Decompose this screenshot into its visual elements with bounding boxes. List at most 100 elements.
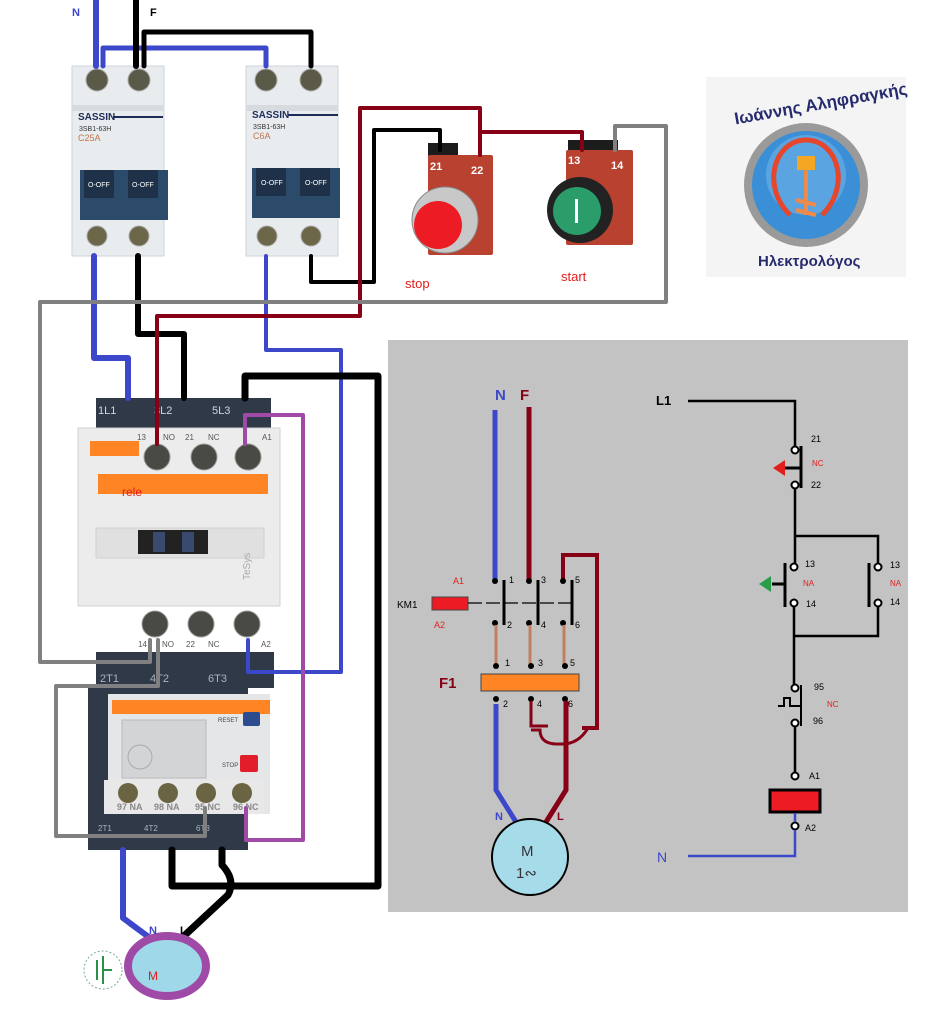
km1-label: KM1: [397, 600, 418, 611]
stop-test-label: STOP: [222, 763, 238, 769]
aux-terminal-label: 22: [186, 640, 195, 649]
reset-label: RESET: [218, 718, 238, 724]
wire-control-return: [38, 124, 668, 664]
breaker-main: SASSIN 3SB1-63H C25A O-OFF O-OFF: [71, 65, 168, 257]
aux-terminal-label: NO: [163, 433, 175, 442]
contact-number: 3: [541, 575, 546, 585]
wire-phase: [168, 372, 382, 890]
wire-neutral: [246, 254, 343, 674]
overload-number: 3: [538, 658, 543, 668]
lightbulb-icon: [771, 137, 841, 217]
start-terminal-13: 13: [568, 155, 580, 167]
wire-coil: [243, 413, 305, 842]
supply-phase-label: F: [150, 7, 157, 19]
start-label: start: [561, 269, 587, 284]
terminal-screw: [256, 225, 278, 247]
contact-number: 5: [575, 575, 580, 585]
overload-number: 2: [503, 699, 508, 709]
stop-button: 21 22 stop: [405, 143, 493, 291]
wire-phase: [181, 846, 235, 939]
breaker-brand: SASSIN: [78, 112, 115, 123]
breaker-control: SASSIN 3SB1-63H C6A O-OFF O-OFF: [245, 65, 340, 257]
schematic-neutral-label: N: [495, 387, 506, 404]
ctrl-stop-t2: 22: [811, 480, 821, 490]
overload-number: 5: [570, 658, 575, 668]
breaker-model: 3SB1-63H: [79, 126, 111, 133]
ctrl-start-t2: 14: [806, 599, 816, 609]
breaker-rating: C25A: [78, 133, 101, 143]
aux-terminal-label: NC: [208, 433, 220, 442]
wire-control-return: [54, 638, 207, 838]
contact-number: 6: [575, 620, 580, 630]
power-terminal: 5L3: [212, 405, 230, 417]
motor-terminal-l: L: [180, 925, 187, 937]
aux-terminal-label: A1: [262, 433, 272, 442]
wire-neutral: [100, 45, 269, 69]
start-terminal-14: 14: [611, 160, 624, 172]
aux-terminal-label: 14: [138, 640, 147, 649]
f1-label: F1: [439, 675, 457, 692]
stop-terminal-21: 21: [430, 161, 442, 173]
aux-terminal-label: NC: [208, 640, 220, 649]
control-coil: [768, 788, 822, 814]
relay-terminal-label: 98 NA: [154, 802, 180, 812]
wire-phase: [309, 128, 442, 284]
control-schematic: L1 21 NC 22 13 NA 14 13 NA 14 95 NC 96: [656, 393, 902, 865]
motor-terminal-n: N: [149, 925, 157, 937]
motor-label: M: [148, 969, 158, 983]
contact-number: 2: [507, 620, 512, 630]
stop-terminal-22: 22: [471, 165, 483, 177]
stop-push-icon: [773, 460, 785, 476]
motor-n-label: N: [495, 811, 503, 823]
power-terminal: 6T3: [208, 673, 227, 685]
ctrl-start-t1: 13: [805, 559, 815, 569]
ctrl-stop-type: NC: [812, 459, 824, 468]
relay-terminal-label: 97 NA: [117, 802, 143, 812]
power-schematic: N F KM1 A1 A2 1 3 5 2 4 6 F1 1 3 5 2 4 6: [397, 387, 599, 896]
ctrl-ol-t2: 96: [813, 716, 823, 726]
breaker-brand: SASSIN: [252, 110, 289, 121]
contactor-tag: rele: [122, 485, 142, 499]
control-neutral-label: N: [657, 849, 667, 865]
terminal-screw: [254, 68, 278, 92]
coil-a2-label: A2: [434, 620, 445, 630]
ctrl-coil-a2: A2: [805, 823, 816, 833]
wire-phase: [135, 253, 187, 401]
wire-phase: [141, 29, 314, 69]
ctrl-hold-type: NA: [890, 579, 902, 588]
schematic-panel: [388, 340, 908, 912]
overload-number: 4: [537, 699, 542, 709]
power-terminal: 4T2: [144, 824, 158, 833]
power-terminal: 2T1: [98, 824, 112, 833]
logo: Ιωάννης Αληφραγκής Ηλεκτρολόγος: [706, 77, 909, 277]
wires: [38, 0, 668, 941]
aux-terminal-label: A2: [261, 640, 271, 649]
supply-neutral-label: N: [72, 7, 80, 19]
control-l1-label: L1: [656, 393, 671, 408]
ctrl-hold-t2: 14: [890, 597, 900, 607]
terminal-screw: [300, 225, 322, 247]
breaker-model: 3SB1-63H: [253, 124, 285, 131]
wire-control: [155, 106, 482, 446]
wire-control: [478, 130, 584, 157]
start-button: 13 14 start: [547, 140, 633, 284]
schematic-phase-label: F: [520, 387, 529, 404]
aux-terminal-label: NO: [162, 640, 174, 649]
toggle-label: O-OFF: [305, 180, 327, 187]
power-terminal: 2T1: [100, 673, 119, 685]
aux-terminal-label: 21: [185, 433, 194, 442]
ctrl-coil-a1: A1: [809, 771, 820, 781]
ctrl-start-type: NA: [803, 579, 815, 588]
contactor-brand: TeSys: [242, 553, 253, 580]
plug-icon: [797, 156, 815, 170]
stop-label: stop: [405, 276, 430, 291]
overload-number: 1: [505, 658, 510, 668]
ctrl-hold-t1: 13: [890, 560, 900, 570]
logo-title: Ηλεκτρολόγος: [758, 253, 861, 270]
ctrl-ol-t1: 95: [814, 682, 824, 692]
contactor: 1L1 3L2 5L3 13 NO 21 NC A1 rele TeSys 14…: [77, 398, 281, 688]
f1-overload: [480, 673, 580, 692]
thermal-relay: RESET STOP 97 NA 98 NA 95 NC 96 NC 2T1 4…: [88, 688, 270, 850]
ctrl-stop-t1: 21: [811, 434, 821, 444]
